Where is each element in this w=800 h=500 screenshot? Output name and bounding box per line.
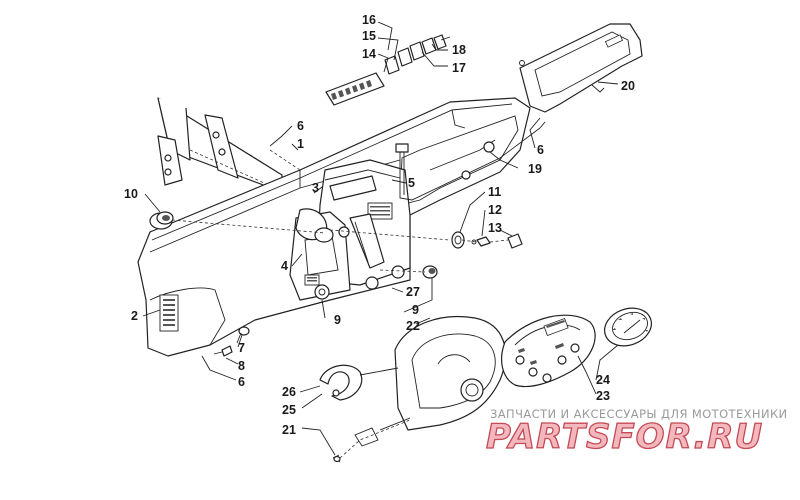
speedometer-face [501,314,596,388]
callout-6-top: 6 [297,119,304,133]
callout-20: 20 [621,79,635,93]
toggle-switches [384,34,451,75]
callout-24: 24 [596,373,610,387]
callout-25: 25 [282,403,296,417]
mounting-bracket [157,97,283,193]
callout-1: 1 [297,137,304,151]
callout-27: 27 [406,285,420,299]
callout-5: 5 [408,176,415,190]
callout-7: 7 [238,341,245,355]
screws-lower-left [213,326,250,357]
knob-10 [149,211,174,230]
callout-11: 11 [488,185,501,199]
callout-9-right: 9 [412,303,419,317]
callout-17: 17 [452,61,466,75]
upper-housing [519,23,643,113]
callout-4: 4 [281,259,288,273]
screw-21 [332,417,411,463]
watermark-logo: PARTSFOR.RU [486,417,763,457]
watermark: ЗАПЧАСТИ И АКСЕССУАРЫ ДЛЯ МОТОТЕХНИКИ PA… [485,407,788,458]
callout-12: 12 [488,203,502,217]
callout-leaders [142,21,619,456]
callout-3: 3 [312,181,319,195]
gauge-pod [394,316,507,431]
callout-9-left: 9 [334,313,341,327]
callout-23: 23 [596,389,610,403]
watermark-subtitle: ЗАПЧАСТИ И АКСЕССУАРЫ ДЛЯ МОТОТЕХНИКИ [490,407,788,421]
center-console [289,159,411,301]
callout-22: 22 [406,319,420,333]
callout-6-bottom: 6 [238,375,245,389]
dashed-leaders [171,149,509,273]
callout-8: 8 [238,359,245,373]
trim-ring [319,364,363,401]
callout-14: 14 [362,47,376,61]
callout-13: 13 [488,221,502,235]
callout-18: 18 [452,43,466,57]
callout-16: 16 [362,13,376,27]
callout-26: 26 [282,385,296,399]
callout-labels: 16 15 14 18 17 20 6 1 6 3 5 19 10 11 12 … [124,13,635,437]
small-parts-right [422,231,523,279]
callout-6-right: 6 [537,143,544,157]
switch-panel [325,72,385,106]
callout-21: 21 [282,423,296,437]
gauge-dial [604,307,652,347]
callout-10: 10 [124,187,138,201]
callout-15: 15 [362,29,376,43]
callout-2: 2 [131,309,138,323]
callout-19: 19 [528,162,542,176]
